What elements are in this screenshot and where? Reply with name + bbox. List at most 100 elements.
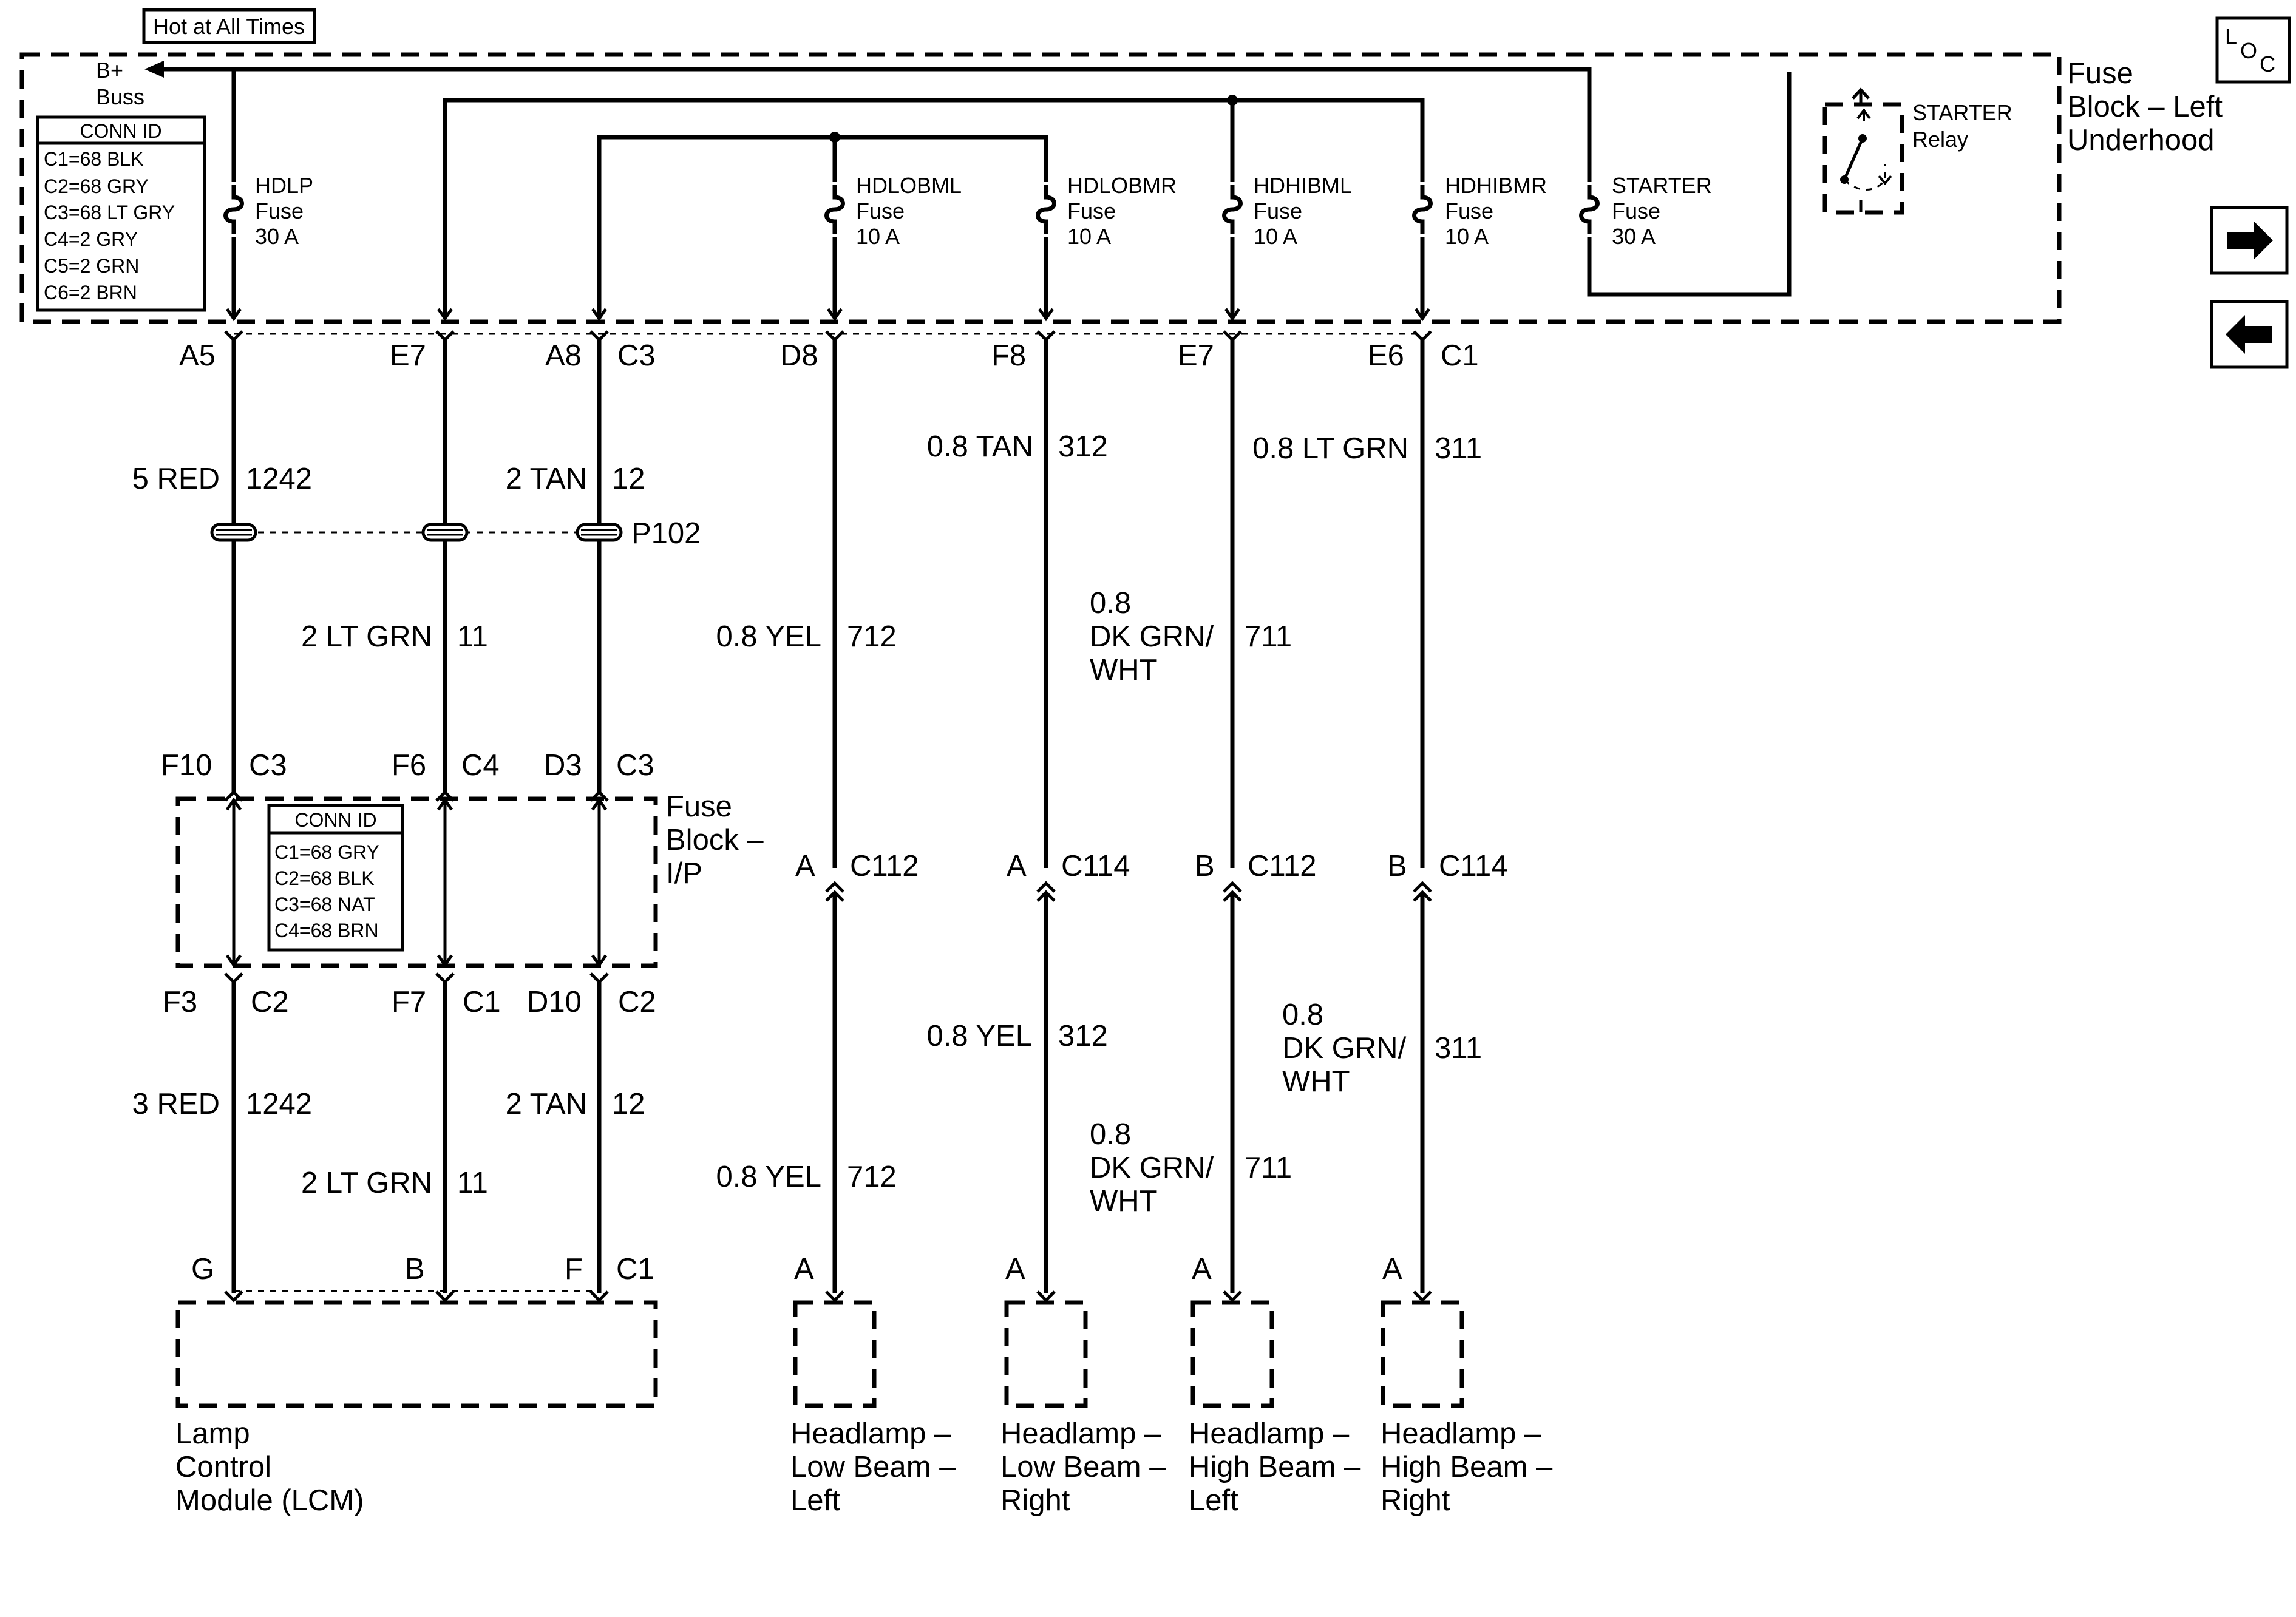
arrow-right-icon	[2227, 221, 2273, 260]
svg-text:2 LT GRN: 2 LT GRN	[301, 1167, 432, 1199]
svg-text:C112: C112	[1248, 850, 1317, 883]
svg-text:F10: F10	[161, 749, 212, 782]
svg-text:0.8 TAN: 0.8 TAN	[927, 430, 1033, 463]
next-page-button[interactable]	[2210, 206, 2289, 275]
svg-text:Fuse: Fuse	[255, 198, 304, 223]
lcm-outline	[175, 1300, 658, 1408]
svg-text:11: 11	[457, 620, 488, 653]
svg-text:B: B	[405, 1253, 425, 1286]
fuse-hdlobml: HDLOBML Fuse 10 A	[827, 173, 962, 249]
svg-text:HDHIBMR: HDHIBMR	[1445, 173, 1547, 198]
svg-text:DK GRN/: DK GRN/	[1090, 1151, 1214, 1184]
svg-text:10 A: 10 A	[856, 224, 900, 249]
fuse-hdhibml: HDHIBML Fuse 10 A	[1224, 173, 1352, 249]
svg-text:HDHIBML: HDHIBML	[1254, 173, 1352, 198]
svg-text:C114: C114	[1061, 850, 1130, 883]
svg-text:STARTER: STARTER	[1612, 173, 1712, 198]
svg-text:Headlamp –: Headlamp –	[790, 1417, 951, 1450]
svg-text:0.8 YEL: 0.8 YEL	[716, 620, 821, 653]
svg-text:Fuse: Fuse	[1612, 198, 1660, 223]
svg-text:312: 312	[1058, 1020, 1108, 1053]
svg-text:Right: Right	[1000, 1484, 1070, 1517]
headlamp-pin-labels: A A A A	[794, 1253, 1402, 1286]
svg-text:DK GRN/: DK GRN/	[1090, 620, 1214, 653]
svg-text:High Beam –: High Beam –	[1189, 1451, 1361, 1483]
svg-text:E6: E6	[1368, 339, 1404, 372]
svg-text:L: L	[2225, 24, 2237, 49]
svg-text:3 RED: 3 RED	[132, 1088, 220, 1120]
svg-text:1242: 1242	[246, 463, 312, 495]
svg-text:10 A: 10 A	[1254, 224, 1297, 249]
svg-text:A: A	[795, 850, 815, 883]
svg-text:C2=68 BLK: C2=68 BLK	[274, 867, 375, 889]
svg-text:C2=68 GRY: C2=68 GRY	[44, 175, 149, 197]
svg-text:Left: Left	[790, 1484, 840, 1517]
svg-text:0.8 LT GRN: 0.8 LT GRN	[1252, 432, 1408, 465]
svg-text:Module (LCM): Module (LCM)	[175, 1484, 364, 1517]
svg-text:1242: 1242	[246, 1088, 312, 1120]
headlamp-labels: Headlamp – Low Beam – Left Headlamp – Lo…	[790, 1417, 1553, 1517]
svg-text:F7: F7	[392, 986, 426, 1019]
bplus-buss-label: B+ Buss	[96, 58, 144, 109]
svg-text:C1=68 GRY: C1=68 GRY	[274, 841, 379, 863]
top-pin-labels: A5 E7 A8 C3 D8 F8 E7 E6 C1	[179, 339, 1479, 372]
wire-labels-middle: 2 LT GRN 11 0.8 YEL 712 0.8 DK GRN/ WHT …	[301, 587, 1292, 686]
svg-text:G: G	[191, 1253, 214, 1286]
svg-text:A: A	[1005, 1253, 1025, 1286]
svg-text:311: 311	[1435, 1032, 1482, 1065]
starter-relay: STARTER Relay	[1822, 87, 2012, 215]
bus-line-lower	[597, 135, 1048, 316]
svg-text:12: 12	[612, 463, 645, 495]
svg-text:STARTER: STARTER	[1912, 100, 2012, 125]
buss-arrow-icon	[144, 61, 164, 78]
svg-text:Headlamp –: Headlamp –	[1189, 1417, 1350, 1450]
svg-text:C6=2 BRN: C6=2 BRN	[44, 282, 137, 303]
ip-pass-through	[227, 800, 606, 965]
svg-text:0.8: 0.8	[1090, 587, 1131, 620]
loc-icon[interactable]: L O C	[2215, 16, 2291, 84]
ip-top-pin-labels: F10 C3 F6 C4 D3 C3	[161, 749, 654, 782]
svg-text:Relay: Relay	[1912, 127, 1968, 152]
svg-text:C1: C1	[616, 1253, 654, 1286]
svg-text:711: 711	[1245, 620, 1292, 653]
svg-text:C1: C1	[1441, 339, 1479, 372]
svg-text:WHT: WHT	[1090, 654, 1158, 686]
svg-text:DK GRN/: DK GRN/	[1282, 1032, 1407, 1065]
fuse-block-left-underhood-outline	[19, 52, 2062, 324]
svg-text:C4=68 BRN: C4=68 BRN	[274, 920, 379, 941]
svg-text:Headlamp –: Headlamp –	[1000, 1417, 1161, 1450]
svg-text:312: 312	[1058, 430, 1108, 463]
svg-text:C2: C2	[618, 986, 656, 1019]
svg-text:CONN ID: CONN ID	[80, 120, 161, 142]
svg-text:A: A	[794, 1253, 814, 1286]
svg-text:Fuse: Fuse	[856, 198, 905, 223]
svg-text:HDLP: HDLP	[255, 173, 313, 198]
svg-text:HDLOBML: HDLOBML	[856, 173, 962, 198]
svg-text:C1=68 BLK: C1=68 BLK	[44, 148, 144, 170]
svg-text:B+: B+	[96, 58, 123, 83]
svg-text:F: F	[565, 1253, 583, 1286]
previous-page-button[interactable]	[2210, 300, 2289, 369]
svg-text:D3: D3	[544, 749, 582, 782]
svg-text:Block – Left: Block – Left	[2067, 90, 2223, 123]
svg-text:C2: C2	[251, 986, 289, 1019]
svg-text:Underhood: Underhood	[2067, 124, 2214, 157]
svg-text:11: 11	[457, 1167, 488, 1199]
svg-text:Fuse: Fuse	[2067, 57, 2133, 90]
conn-id-table-top: CONN ID C1=68 BLK C2=68 GRY C3=68 LT GRY…	[36, 115, 206, 312]
headlamp-low-beam-right	[1004, 1300, 1088, 1408]
svg-text:HDLOBMR: HDLOBMR	[1067, 173, 1177, 198]
svg-text:Buss: Buss	[96, 84, 144, 109]
fuse-starter: STARTER Fuse 30 A	[1581, 173, 1712, 249]
svg-text:A5: A5	[179, 339, 216, 372]
wire-labels-lower: 0.8 YEL 312 0.8 DK GRN/ WHT 311 3 RED 12…	[132, 998, 1482, 1218]
lcm-label: Lamp Control Module (LCM)	[175, 1417, 364, 1517]
svg-text:O: O	[2240, 38, 2257, 63]
svg-text:I/P: I/P	[666, 857, 702, 890]
svg-text:A: A	[1382, 1253, 1402, 1286]
lcm-pin-labels: G B F C1	[191, 1253, 654, 1286]
arrow-left-icon	[2226, 315, 2272, 354]
svg-text:Headlamp –: Headlamp –	[1381, 1417, 1541, 1450]
svg-text:311: 311	[1435, 432, 1482, 465]
svg-text:0.8: 0.8	[1090, 1118, 1131, 1151]
